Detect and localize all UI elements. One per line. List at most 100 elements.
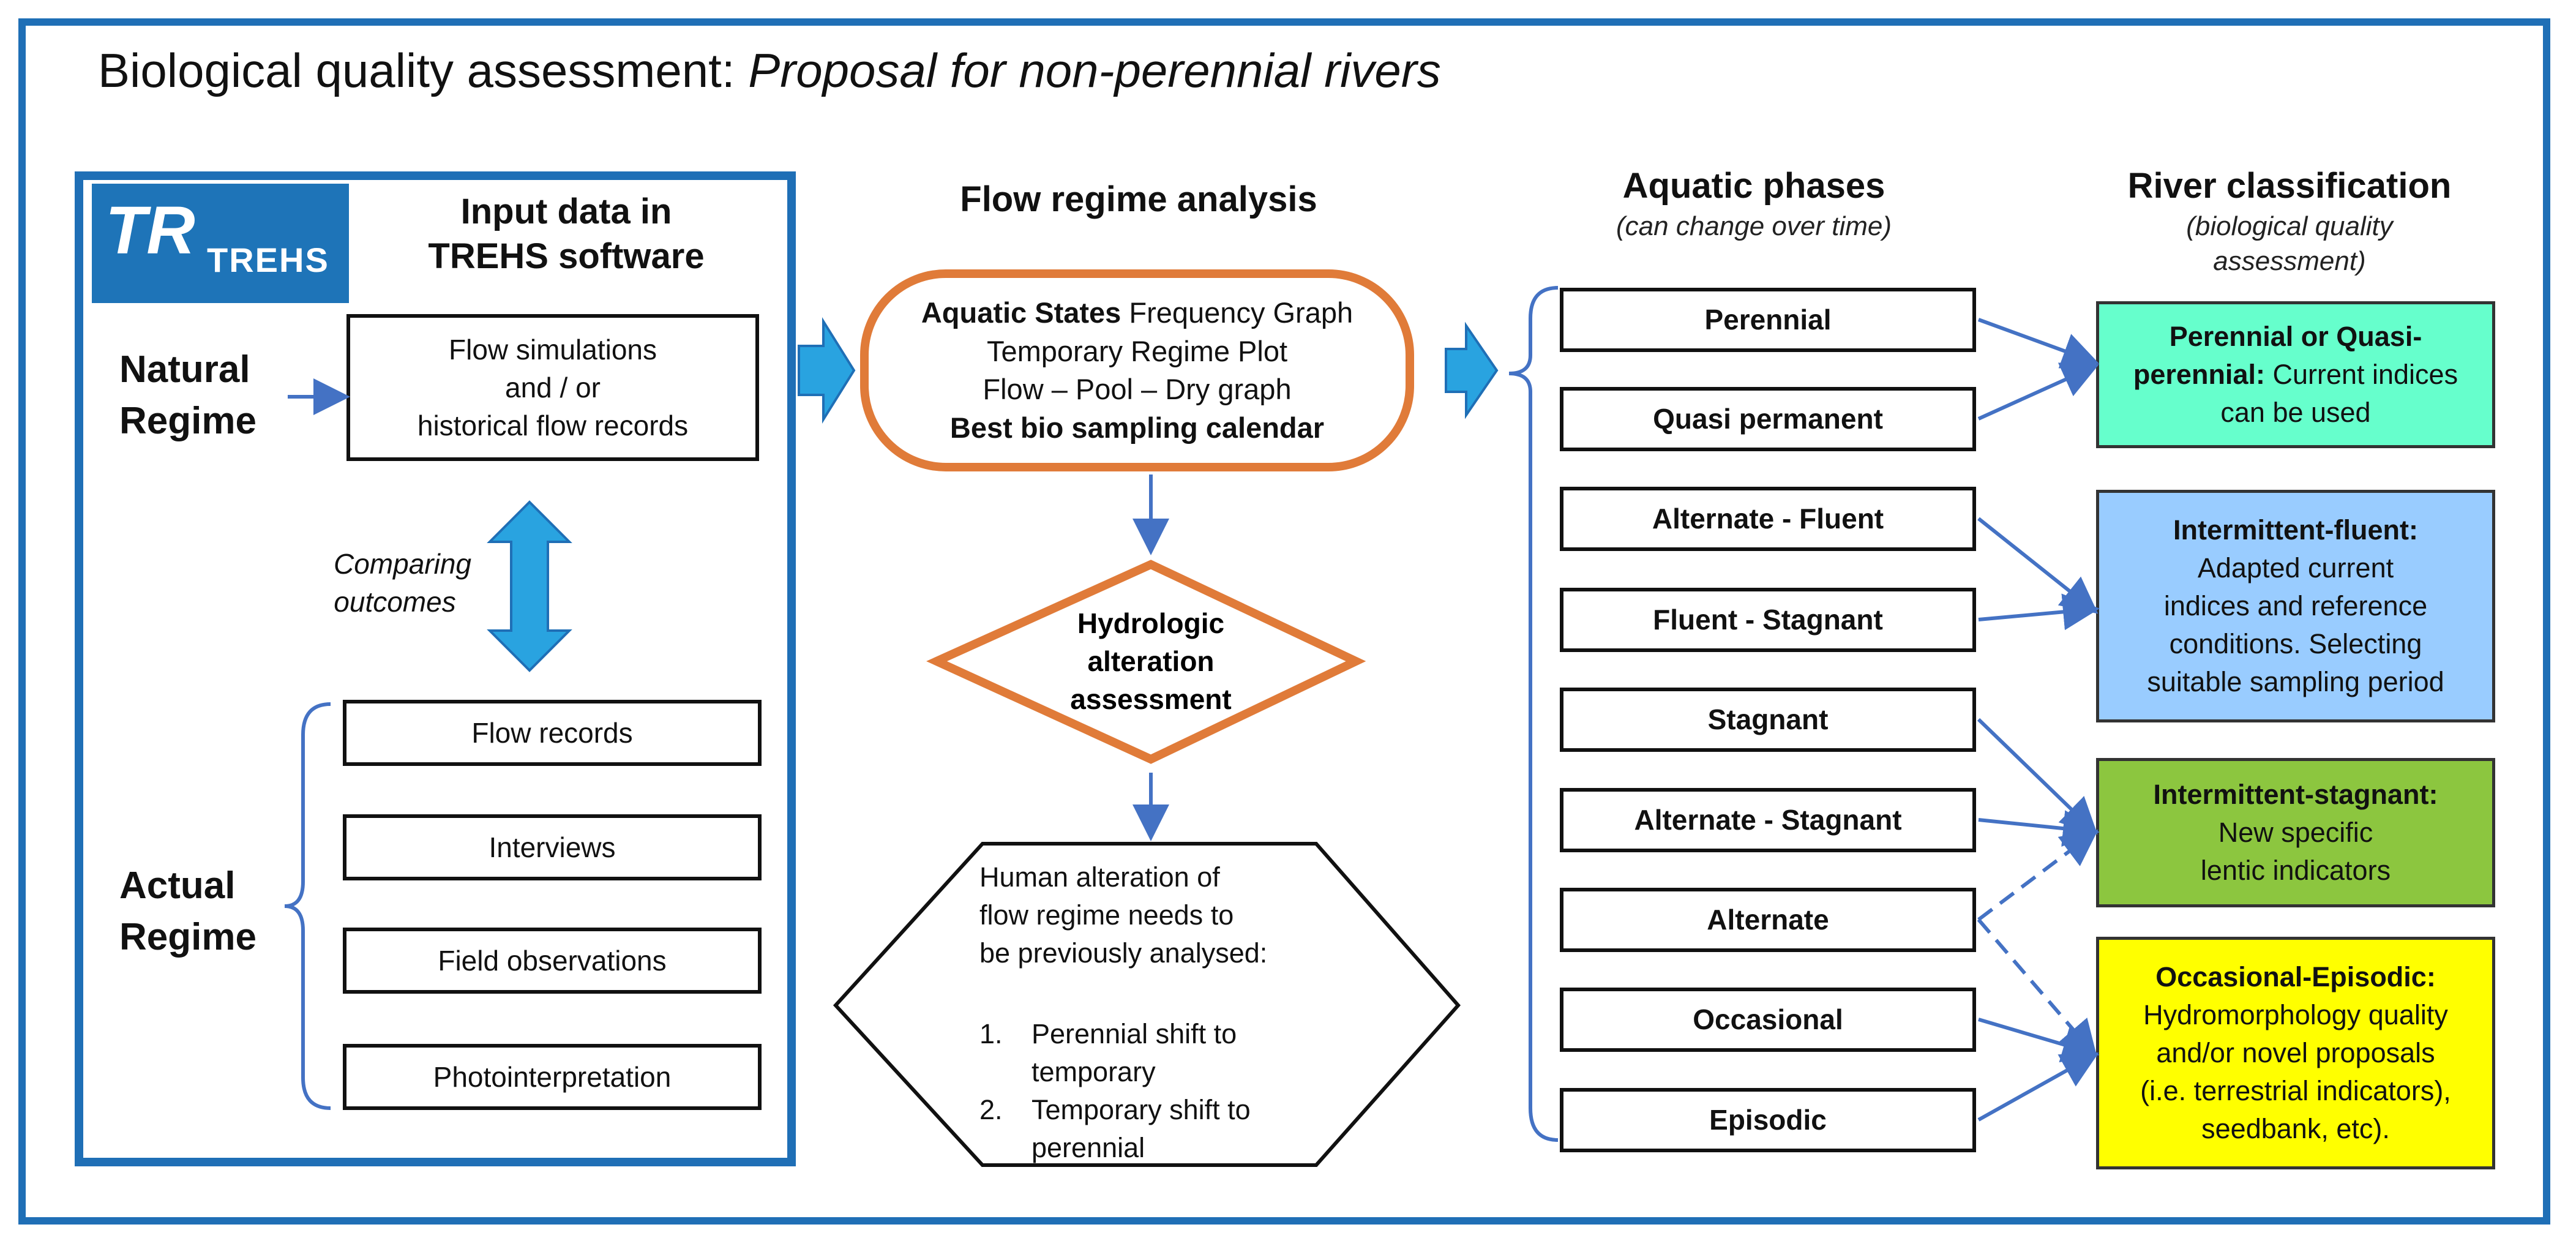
class-4-desc4: seedbank, etc). <box>2201 1113 2390 1145</box>
oval-line3: Flow – Pool – Dry graph <box>983 373 1292 405</box>
hex-intro2: flow regime needs to <box>979 899 1234 931</box>
input-data-panel <box>75 171 796 1166</box>
comparing-line1: Comparing <box>334 548 471 580</box>
analysis-to-phases-arrow <box>1445 321 1499 419</box>
class-2-desc1: Adapted current <box>2197 552 2394 583</box>
arrow-occasional-class <box>1978 1018 2100 1063</box>
hex-item2-num: 2. <box>979 1094 1003 1125</box>
natural-regime-line2: Regime <box>119 399 256 442</box>
hex-item2-line2: perennial <box>1032 1132 1145 1163</box>
oval-line1: Aquatic States Frequency Graph <box>921 294 1353 332</box>
class-1-title2: perennial: <box>2133 358 2265 390</box>
flow-simulations-box: Flow simulations and / or historical flo… <box>346 314 759 461</box>
hydrologic-alteration-diamond <box>926 560 1366 764</box>
class-1-desc1: Current indices <box>2264 358 2458 390</box>
hex-intro3: be previously analysed: <box>979 937 1267 969</box>
phase-alternate-fluent: Alternate - Fluent <box>1560 487 1976 551</box>
arrow-alternate-episodic-dashed <box>1977 918 2097 1058</box>
arrow-stagnant-class <box>1977 718 2098 835</box>
hex-intro1: Human alteration of <box>979 861 1220 893</box>
oval-line1-bold: Aquatic States <box>921 296 1121 329</box>
class-3-desc1: New specific <box>2218 816 2373 848</box>
comparing-double-arrow <box>487 500 572 672</box>
aquatic-phases-title: Aquatic phases <box>1622 166 1885 206</box>
source-photointerpretation: Photointerpretation <box>343 1044 762 1110</box>
diamond-line3: assessment <box>1070 683 1231 715</box>
phase-episodic: Episodic <box>1560 1088 1976 1152</box>
class-2-desc4: suitable sampling period <box>2147 666 2444 698</box>
outer-frame <box>18 18 2550 1225</box>
source-field-observations: Field observations <box>343 928 762 994</box>
arrow-alt-fluent-class <box>1977 517 2099 614</box>
trehs-logo: TR TREHS <box>92 184 349 303</box>
oval-line1-rest: Frequency Graph <box>1121 296 1354 329</box>
arrow-alt-stagnant-class <box>1978 810 2100 847</box>
class-1-desc2: can be used <box>2220 397 2371 429</box>
class-intermittent-fluent: Intermittent-fluent: Adapted current ind… <box>2096 490 2495 722</box>
class-1-title1: Perennial or Quasi- <box>2169 320 2422 352</box>
aquatic-phases-heading: Aquatic phases (can change over time) <box>1555 164 1953 244</box>
actual-regime-line1: Actual <box>119 865 236 907</box>
phase-alternate-stagnant: Alternate - Stagnant <box>1560 788 1976 852</box>
comparing-outcomes-note: Comparing outcomes <box>334 545 471 621</box>
phase-stagnant: Stagnant <box>1560 688 1976 752</box>
class-2-title: Intermittent-fluent: <box>2173 514 2418 546</box>
hex-item1-line2: temporary <box>1032 1056 1156 1087</box>
phase-quasi-permanent: Quasi permanent <box>1560 387 1976 451</box>
phase-alternate: Alternate <box>1560 888 1976 952</box>
hex-item1-line1: Perennial shift to <box>1032 1018 1237 1049</box>
phase-perennial: Perennial <box>1560 288 1976 352</box>
arrow-alternate-stagnant-dashed <box>1977 829 2099 921</box>
source-interviews: Interviews <box>343 814 762 880</box>
simulation-line3: historical flow records <box>417 410 689 442</box>
class-intermittent-stagnant: Intermittent-stagnant: New specific lent… <box>2096 758 2495 907</box>
class-3-title: Intermittent-stagnant: <box>2153 778 2438 810</box>
river-classification-title: River classification <box>2127 166 2452 206</box>
input-heading-line2: TREHS software <box>428 236 705 276</box>
natural-regime-line1: Natural <box>119 348 250 391</box>
human-alteration-hexagon <box>833 842 1461 1167</box>
logo-mark: TR <box>105 193 195 268</box>
source-flow-records: Flow records <box>343 700 762 766</box>
actual-regime-label: Actual Regime <box>119 860 256 962</box>
input-heading: Input data in TREHS software <box>367 190 765 279</box>
flow-analysis-oval: Aquatic States Frequency Graph Temporary… <box>860 269 1414 471</box>
river-classification-sub1: (biological quality <box>2186 211 2393 241</box>
river-classification-sub2: assessment) <box>2213 246 2366 276</box>
class-4-title: Occasional-Episodic: <box>2155 961 2436 992</box>
page-title: Biological quality assessment: Proposal … <box>98 43 1441 99</box>
comparing-line2: outcomes <box>334 586 456 618</box>
input-to-analysis-arrow <box>798 317 856 424</box>
hex-item2-line1: Temporary shift to <box>1032 1094 1251 1125</box>
title-prefix: Biological quality assessment: <box>98 43 749 97</box>
diamond-line2: alteration <box>1087 645 1214 677</box>
title-emphasis: Proposal for non-perennial rivers <box>748 43 1441 97</box>
class-4-desc1: Hydromorphology quality <box>2143 999 2448 1030</box>
oval-line4: Best bio sampling calendar <box>949 411 1325 444</box>
actual-regime-line2: Regime <box>119 915 256 958</box>
logo-text: TREHS <box>207 241 329 279</box>
phase-fluent-stagnant: Fluent - Stagnant <box>1560 588 1976 652</box>
simulation-line1: Flow simulations <box>449 333 657 366</box>
class-4-desc2: and/or novel proposals <box>2156 1037 2435 1068</box>
arrow-fluent-stagnant-class <box>1978 593 2100 631</box>
class-2-desc3: conditions. Selecting <box>2169 628 2422 660</box>
class-4-desc3: (i.e. terrestrial indicators), <box>2140 1075 2451 1107</box>
arrow-quasi-class <box>1977 362 2099 421</box>
diamond-line1: Hydrologic <box>1077 607 1224 639</box>
oval-line2: Temporary Regime Plot <box>986 334 1288 367</box>
arrow-perennial-class <box>1977 318 2100 369</box>
actual-regime-brace <box>284 702 331 1110</box>
input-heading-line1: Input data in <box>460 192 672 231</box>
class-3-desc2: lentic indicators <box>2200 855 2391 887</box>
phase-occasional: Occasional <box>1560 988 1976 1052</box>
aquatic-phases-subtitle: (can change over time) <box>1616 211 1892 241</box>
river-classification-heading: River classification (biological quality… <box>2069 164 2510 279</box>
natural-regime-label: Natural Regime <box>119 344 256 446</box>
class-2-desc2: indices and reference <box>2163 590 2428 621</box>
flow-analysis-heading: Flow regime analysis <box>960 179 1317 219</box>
simulation-line2: and / or <box>505 371 601 403</box>
hex-item1-num: 1. <box>979 1018 1003 1049</box>
aquatic-phases-brace <box>1508 286 1559 1142</box>
